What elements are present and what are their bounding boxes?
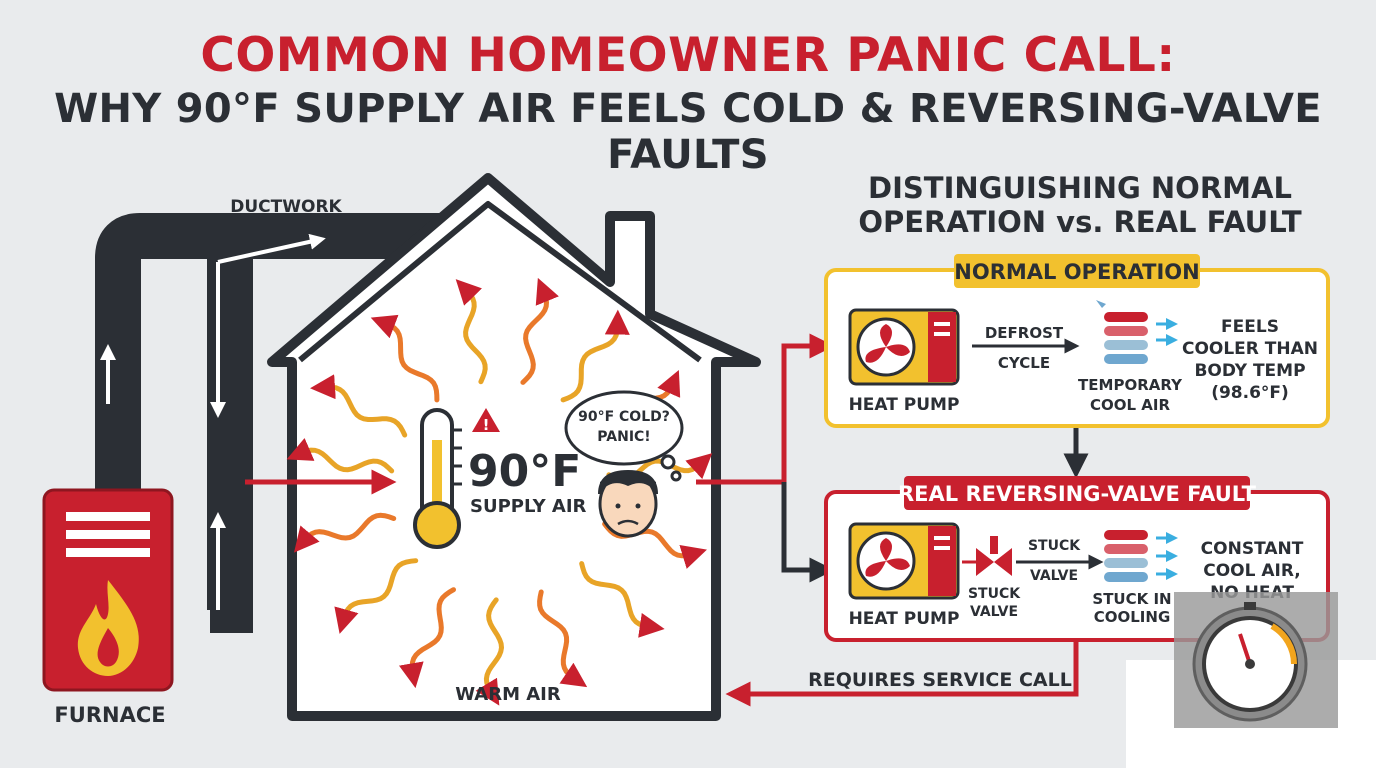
- fault-title: REAL REVERSING-VALVE FAULT: [898, 482, 1257, 506]
- warning-icon: !: [472, 408, 500, 434]
- to-normal-arrow: [696, 333, 835, 485]
- ductwork-label: DUCTWORK: [230, 197, 342, 217]
- warm-air-wave: [334, 558, 419, 634]
- svg-text:!: !: [483, 416, 490, 434]
- to-fault-arrow: [781, 482, 835, 583]
- warm-air-wave: [455, 279, 488, 385]
- warm-air-wave: [398, 587, 456, 689]
- duct-right-arrow: [217, 233, 326, 264]
- heat-pump-unit: [848, 308, 960, 386]
- temporary-label-2: COOL AIR: [1090, 396, 1170, 414]
- warm-air-wave: [310, 374, 408, 438]
- warm-air-wave: [602, 521, 707, 569]
- fault-result-2: COOL AIR,: [1203, 561, 1300, 581]
- right-heading-line-2: OPERATION vs. REAL FAULT: [858, 205, 1302, 239]
- stuck-valve-label-2: VALVE: [970, 604, 1018, 620]
- furnace-label: FURNACE: [54, 703, 165, 727]
- temporary-label-1: TEMPORARY: [1078, 376, 1183, 394]
- normal-heat-pump-label: HEAT PUMP: [849, 395, 960, 415]
- warm-air-wave: [520, 277, 559, 385]
- fault-heat-pump-label: HEAT PUMP: [849, 609, 960, 629]
- title-line-2: WHY 90°F SUPPLY AIR FEELS COLD & REVERSI…: [54, 86, 1322, 178]
- coil-icon: [1096, 300, 1148, 364]
- right-heading-line-1: DISTINGUISHING NORMAL: [868, 171, 1292, 205]
- fan-icon: [865, 538, 910, 577]
- normal-result-2: COOLER THAN: [1182, 339, 1318, 359]
- warm-air-label: WARM AIR: [455, 684, 561, 705]
- normal-result-4: (98.6°F): [1211, 383, 1289, 403]
- stuck-cooling-label-2: COOLING: [1094, 608, 1171, 626]
- stuck-valve-label-1: STUCK: [968, 586, 1021, 602]
- normal-operation-panel: NORMAL OPERATION HEAT PUMP DEFROST CYCLE: [824, 254, 1330, 428]
- face-icon: [598, 470, 658, 538]
- thought-bubble: 90°F COLD? PANIC!: [564, 390, 684, 482]
- fan-icon: [865, 324, 910, 363]
- warm-air-wave: [579, 561, 665, 638]
- warm-air-wave: [370, 314, 440, 403]
- thermometer-icon: [413, 408, 462, 549]
- title-line-1: COMMON HOMEOWNER PANIC CALL:: [200, 28, 1176, 83]
- warm-air-wave: [286, 437, 395, 474]
- stuck-cooling-label-1: STUCK IN: [1092, 590, 1171, 608]
- valve-icon: [976, 536, 1012, 576]
- fault-result-1: CONSTANT: [1201, 539, 1304, 559]
- thought-line-1: 90°F COLD?: [578, 409, 670, 425]
- supply-air-label: SUPPLY AIR: [470, 496, 587, 517]
- normal-result-3: BODY TEMP: [1194, 361, 1305, 381]
- gauge-icon: [1174, 592, 1338, 728]
- thought-line-2: PANIC!: [597, 429, 650, 445]
- warm-air-wave: [293, 512, 397, 553]
- furnace: FURNACE: [42, 488, 174, 727]
- coil-icon: [1104, 530, 1148, 582]
- warm-air-wave: [560, 309, 630, 403]
- fire-icon: [77, 580, 139, 676]
- defrost-label-2: CYCLE: [998, 354, 1050, 372]
- supply-temperature: 90°F: [468, 446, 581, 497]
- defrost-label-1: DEFROST: [985, 324, 1064, 342]
- fault-arrow-label-2: VALVE: [1030, 568, 1078, 584]
- heat-pump-unit: [848, 522, 960, 600]
- fault-arrow-label-1: STUCK: [1028, 538, 1081, 554]
- normal-result-1: FEELS: [1221, 317, 1279, 337]
- service-call-label: REQUIRES SERVICE CALL: [808, 669, 1072, 691]
- normal-title: NORMAL OPERATION: [954, 260, 1199, 284]
- warm-air-wave: [475, 597, 505, 706]
- warm-air-wave: [537, 589, 588, 688]
- service-call-arrow: [725, 640, 1079, 707]
